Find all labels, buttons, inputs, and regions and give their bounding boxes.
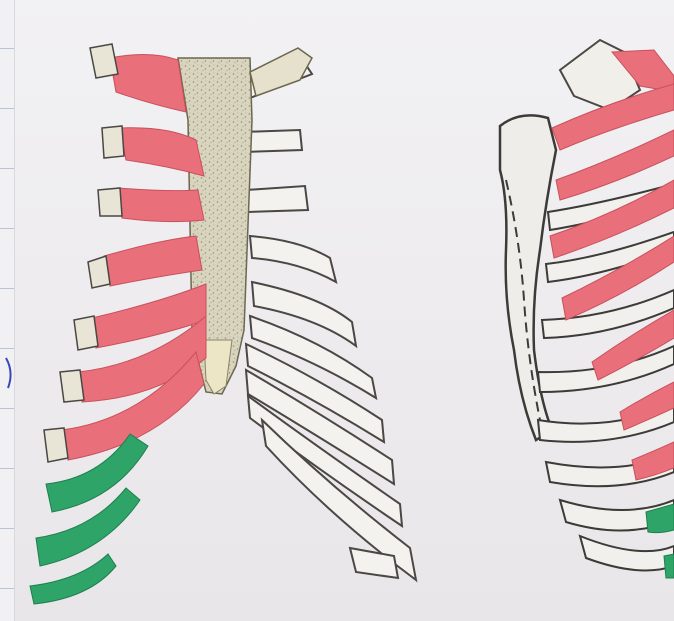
uncolored-ribs [238, 56, 416, 580]
pen-mark [6, 358, 11, 388]
rib-ends [44, 44, 124, 462]
clavicle [250, 48, 312, 96]
lateral-thorax-figure [500, 40, 674, 578]
anterior-thorax-figure [30, 44, 416, 604]
